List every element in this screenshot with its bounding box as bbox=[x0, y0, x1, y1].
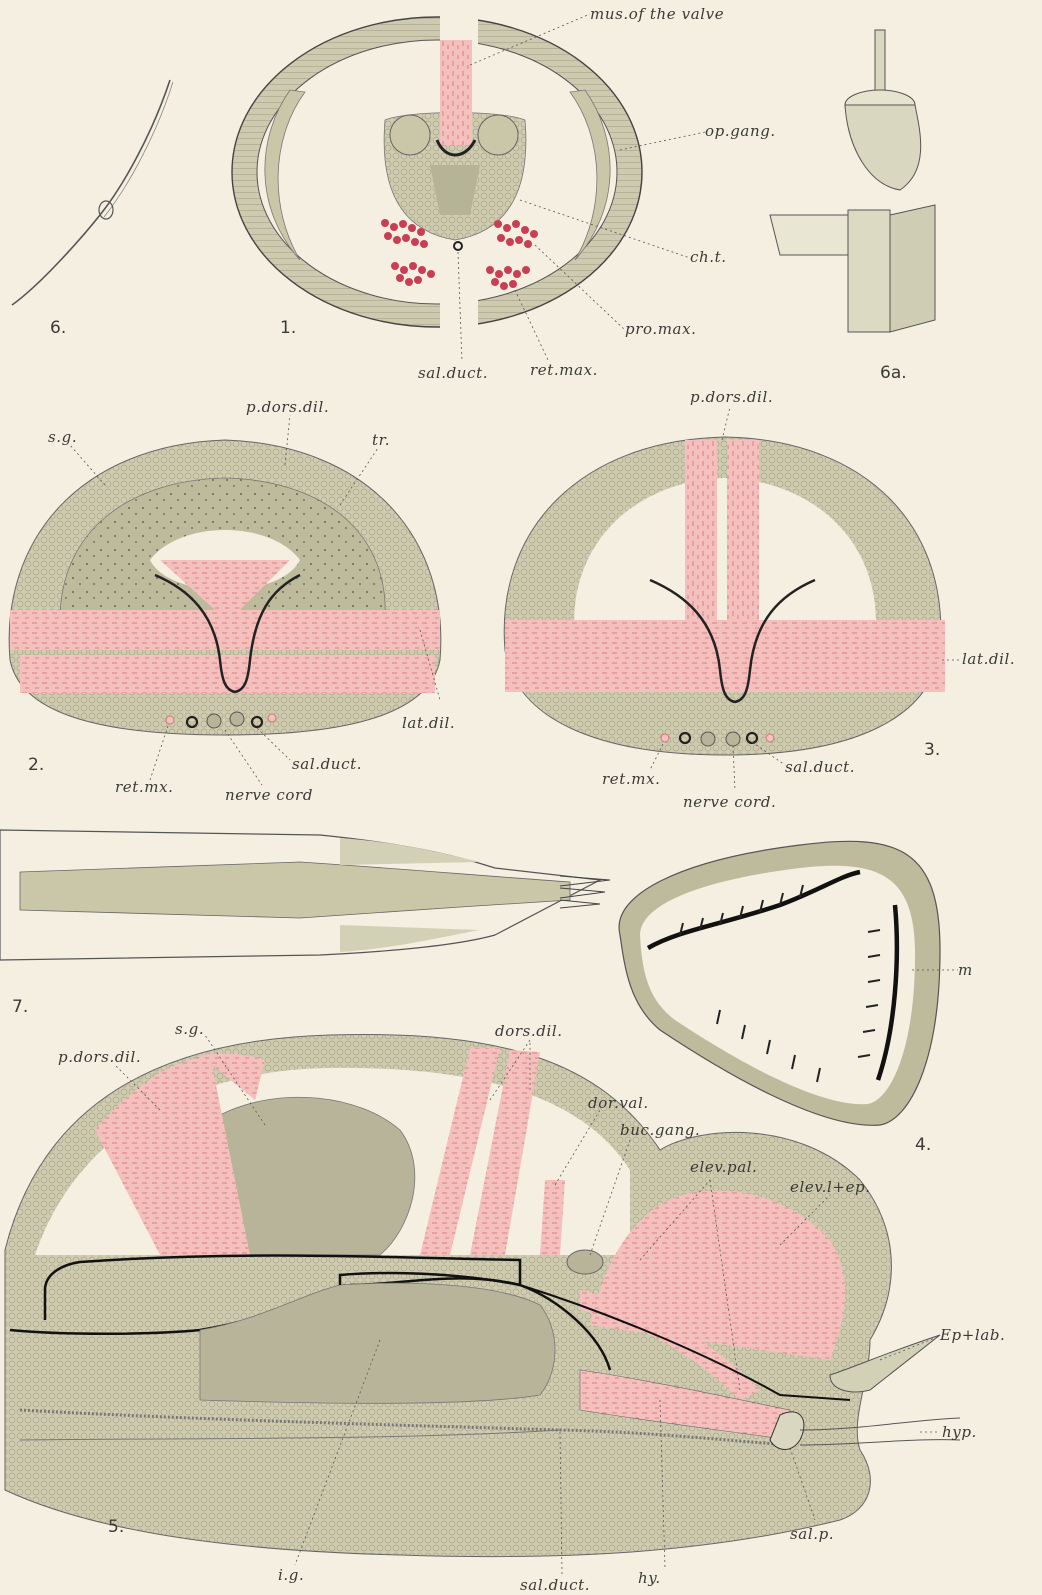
label-retmx-fig2: ret.mx. bbox=[115, 778, 174, 796]
figure-number-1: 1. bbox=[280, 318, 296, 338]
figure-number-6a: 6a. bbox=[880, 363, 907, 383]
label-op-gang: op.gang. bbox=[705, 122, 776, 140]
figure-number-6: 6. bbox=[50, 318, 66, 338]
label-nervecord-fig3: nerve cord. bbox=[683, 793, 776, 811]
label-salduct-fig2: sal.duct. bbox=[292, 755, 362, 773]
label-dorsdil-fig5: dors.dil. bbox=[495, 1022, 563, 1040]
label-ret-max: ret.max. bbox=[530, 361, 598, 379]
label-bucgang: buc.gang. bbox=[620, 1121, 700, 1139]
figure-6a-structure bbox=[770, 30, 935, 332]
figure-3-section bbox=[504, 437, 945, 755]
label-hyp: hyp. bbox=[942, 1423, 977, 1441]
label-elevlep: elev.l+ep. bbox=[790, 1178, 871, 1196]
label-retmx-fig3: ret.mx. bbox=[602, 770, 661, 788]
figure-1-section bbox=[232, 14, 642, 332]
figure-number-4: 4. bbox=[915, 1135, 931, 1155]
label-salp: sal.p. bbox=[790, 1525, 834, 1543]
label-ch-t: ch.t. bbox=[690, 248, 727, 266]
label-latdil-fig2: lat.dil. bbox=[402, 714, 455, 732]
label-dorval: dor.val. bbox=[588, 1094, 649, 1112]
label-salduct-fig3: sal.duct. bbox=[785, 758, 855, 776]
label-ig: i.g. bbox=[278, 1566, 304, 1584]
figure-number-3: 3. bbox=[924, 740, 940, 760]
figure-number-7: 7. bbox=[12, 997, 28, 1017]
figure-number-5: 5. bbox=[108, 1517, 124, 1537]
figure-7-structure bbox=[0, 830, 610, 960]
label-pdorsdil-fig5: p.dors.dil. bbox=[58, 1048, 141, 1066]
label-m-fig4: m bbox=[958, 961, 973, 979]
label-eplab: Ep+lab. bbox=[939, 1326, 1005, 1344]
label-sg-fig2: s.g. bbox=[48, 428, 77, 446]
figure-4-section bbox=[619, 841, 940, 1125]
figure-6-filament bbox=[12, 80, 173, 305]
label-hy: hy. bbox=[638, 1569, 661, 1587]
label-elevpal: elev.pal. bbox=[690, 1158, 758, 1176]
label-latdil-fig3: lat.dil. bbox=[962, 650, 1015, 668]
figure-2-section bbox=[9, 440, 441, 735]
label-pdorsdil-fig2: p.dors.dil. bbox=[246, 398, 329, 416]
label-pro-max: pro.max. bbox=[625, 320, 697, 338]
label-tr: tr. bbox=[372, 431, 390, 449]
figure-number-2: 2. bbox=[28, 755, 44, 775]
label-mus-valve: mus.of the valve bbox=[590, 5, 724, 23]
label-pdorsdil-fig3: p.dors.dil. bbox=[690, 388, 773, 406]
label-salduct-fig5: sal.duct. bbox=[520, 1576, 590, 1594]
label-sal-duct-fig1: sal.duct. bbox=[418, 364, 488, 382]
label-sg-fig5: s.g. bbox=[175, 1020, 204, 1038]
label-nervecord-fig2: nerve cord bbox=[225, 786, 313, 804]
